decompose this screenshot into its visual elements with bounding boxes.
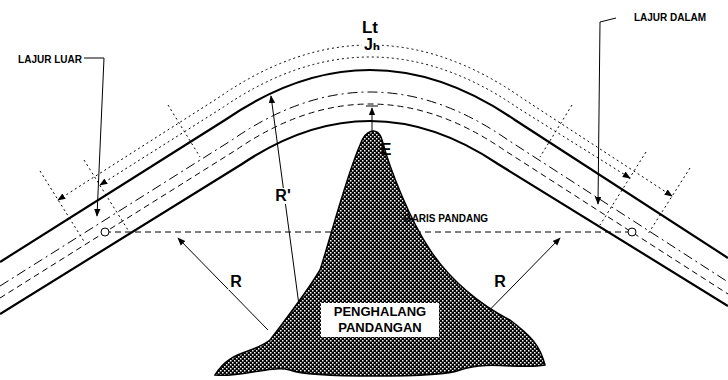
diagram-label: Jₕ <box>362 37 382 53</box>
diagram-label: R <box>492 274 508 290</box>
diagram-label: LAJUR DALAM <box>634 13 706 23</box>
diagram-label: Lt <box>360 19 380 36</box>
obstruction-shape <box>210 120 550 378</box>
diagram-label: E <box>381 142 392 158</box>
diagram-label: R <box>228 274 244 290</box>
diagram-label: R' <box>273 188 292 204</box>
diagram-label: GARIS PANDANG <box>404 214 488 224</box>
obstruction-label: PENGHALANG PANDANGAN <box>321 303 439 336</box>
diagram-label: LAJUR LUAR <box>18 55 82 65</box>
obstruction-region: PENGHALANG PANDANGAN <box>210 120 550 378</box>
